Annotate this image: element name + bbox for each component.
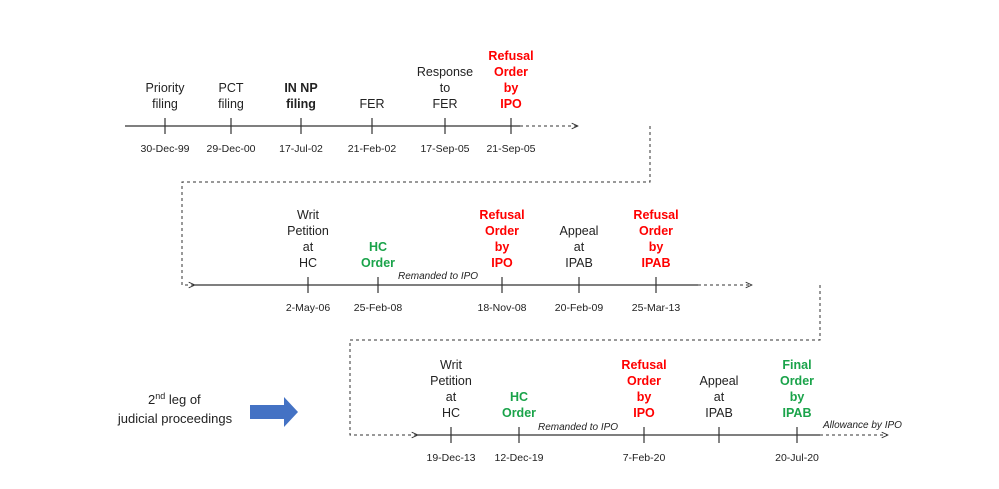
row3-allowance-note: Allowance by IPO (822, 420, 902, 431)
row3-event-1-label-line: Order (502, 406, 536, 420)
row2-event-1-date: 25-Feb-08 (354, 302, 403, 314)
row3-event-3-label-line: IPAB (705, 406, 733, 420)
row2-event-4-label-line: Refusal (633, 208, 678, 222)
row3-event-0-label-line: at (446, 390, 457, 404)
row2-event-2-label-line: IPO (491, 256, 513, 270)
row1-event-0-date: 30-Dec-99 (140, 143, 189, 155)
row3-event-4-date: 20-Jul-20 (775, 452, 819, 464)
row1-event-2-label-line: IN NP (284, 81, 317, 95)
side-label: 2nd leg of judicial proceedings (117, 391, 233, 426)
row1-event-5-label-line: by (504, 81, 519, 95)
row3-remanded-note: Remanded to IPO (538, 422, 618, 433)
row1-event-1-label-line: filing (218, 97, 244, 111)
row2-event-4-label-line: IPAB (642, 256, 671, 270)
row3-event-2-label-line: by (637, 390, 652, 404)
row3-event-2-label-line: IPO (633, 406, 655, 420)
row1-event-4-label-line: Response (417, 65, 473, 79)
row3-event-4-label-line: Final (782, 358, 811, 372)
row1-event-0-label-line: Priority (146, 81, 186, 95)
svg-text:2nd leg of: 2nd leg of (148, 391, 201, 407)
row3-event-3-label-line: Appeal (700, 374, 739, 388)
row2-remanded-note: Remanded to IPO (398, 271, 478, 282)
row1-event-4-label-line: to (440, 81, 450, 95)
row3-event-1-label-line: HC (510, 390, 528, 404)
side-label-ordinal: 2 (148, 392, 155, 407)
row3-event-3-label-line: at (714, 390, 725, 404)
connector-row2-row3 (349, 285, 821, 435)
row2-event-4-date: 25-Mar-13 (632, 302, 681, 314)
row1-event-4-label-line: FER (433, 97, 458, 111)
row1-event-1-label-line: PCT (219, 81, 244, 95)
row1-event-5-label-line: Refusal (488, 49, 533, 63)
side-label-line2: judicial proceedings (117, 411, 233, 426)
row1-event-5-date: 21-Sep-05 (486, 143, 535, 155)
row1-event-5-label-line: IPO (500, 97, 522, 111)
row2-event-0-label-line: Writ (297, 208, 320, 222)
row1-event-3-date: 21-Feb-02 (348, 143, 397, 155)
row1-event-2-label-line: filing (286, 97, 316, 111)
row2-event-3-label-line: at (574, 240, 585, 254)
row1-event-3-label-line: FER (360, 97, 385, 111)
row3-event-0-label-line: HC (442, 406, 460, 420)
connector-row1-row2 (181, 126, 651, 285)
row1-event-5-label-line: Order (494, 65, 528, 79)
row3-event-4-label-line: IPAB (783, 406, 812, 420)
side-label-line1: leg of (165, 392, 201, 407)
row3-event-4-label-line: by (790, 390, 805, 404)
row3-event-1-date: 12-Dec-19 (494, 452, 543, 464)
row3-event-0-label-line: Writ (440, 358, 463, 372)
row3-event-4-label-line: Order (780, 374, 814, 388)
row2-event-0-date: 2-May-06 (286, 302, 331, 314)
row1-event-4-date: 17-Sep-05 (420, 143, 469, 155)
row2-event-3-label-line: Appeal (560, 224, 599, 238)
row1-event-0-label-line: filing (152, 97, 178, 111)
row2-event-0-label-line: Petition (287, 224, 329, 238)
row2-event-1-label-line: Order (361, 256, 395, 270)
row3-event-0-label-line: Petition (430, 374, 472, 388)
row1-event-1-date: 29-Dec-00 (206, 143, 255, 155)
row2-event-2-label-line: Refusal (479, 208, 524, 222)
row2-event-0-label-line: HC (299, 256, 317, 270)
row2-event-0-label-line: at (303, 240, 314, 254)
row3-event-2-label-line: Refusal (621, 358, 666, 372)
row3-event-2-date: 7-Feb-20 (623, 452, 666, 464)
row2-event-2-date: 18-Nov-08 (477, 302, 526, 314)
row2-event-2-label-line: by (495, 240, 510, 254)
row1-event-2-date: 17-Jul-02 (279, 143, 323, 155)
row3-event-2-label-line: Order (627, 374, 661, 388)
row2-event-1-label-line: HC (369, 240, 387, 254)
row2-event-4-label-line: Order (639, 224, 673, 238)
blue-arrow-icon (250, 397, 298, 427)
side-label-superscript: nd (155, 391, 165, 401)
row3-event-0-date: 19-Dec-13 (426, 452, 475, 464)
row2-event-2-label-line: Order (485, 224, 519, 238)
row2-event-4-label-line: by (649, 240, 664, 254)
row2-event-3-date: 20-Feb-09 (555, 302, 604, 314)
row2-event-3-label-line: IPAB (565, 256, 593, 270)
